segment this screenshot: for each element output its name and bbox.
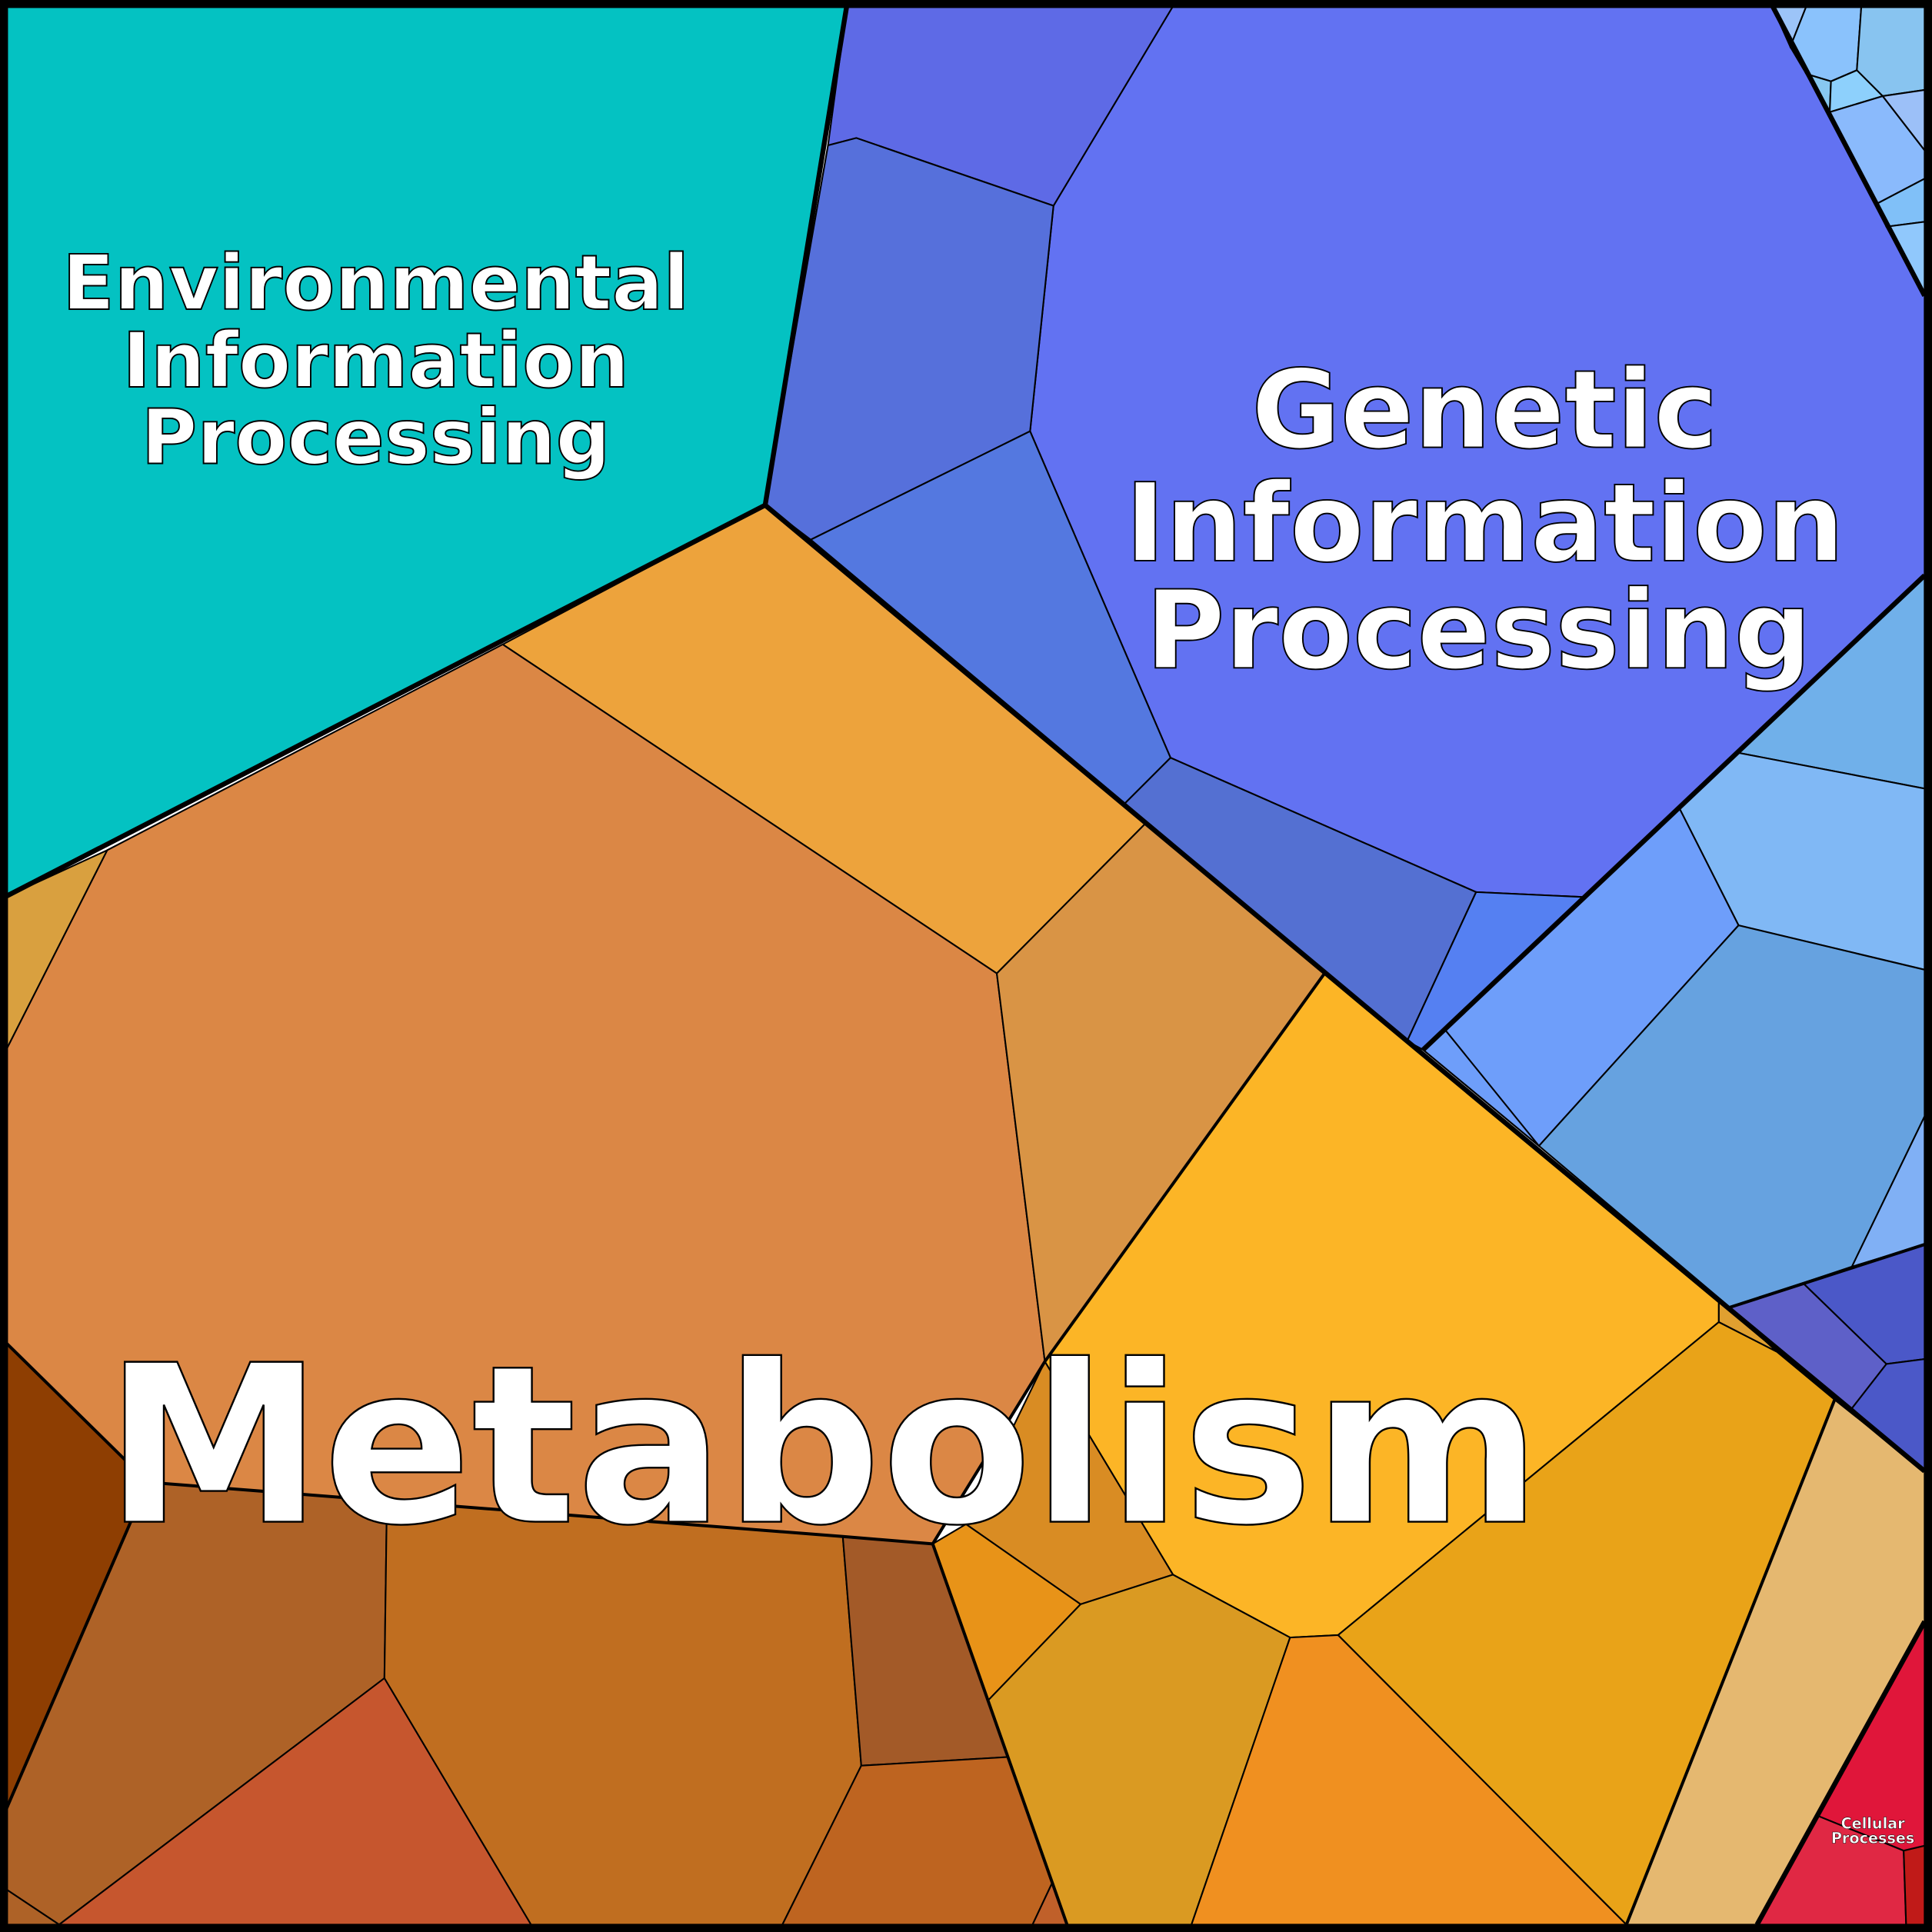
label-line: Processing	[141, 393, 610, 481]
group-border-line	[0, 1481, 150, 1824]
group-border-line	[1754, 1620, 1927, 1926]
label-line: Information	[1125, 461, 1844, 587]
label-line: Environmental	[62, 239, 689, 328]
cellular-cell	[1903, 1844, 1926, 1926]
group-border-line	[1421, 573, 1927, 1052]
group-border-line	[1767, 0, 1927, 297]
group-border-line	[931, 1543, 1069, 1926]
label-genetic: Genetic Information Processing	[1124, 347, 1845, 695]
group-border-line	[1729, 1243, 1926, 1309]
group-border-line	[1624, 1399, 1837, 1926]
label-environmental: Environmental Information Processing	[62, 238, 690, 482]
metabolism-cell	[0, 848, 109, 1063]
label-line: Processes	[1831, 1830, 1915, 1847]
label-line: Information	[122, 317, 629, 405]
label-cellular: Cellular Processes	[1831, 1814, 1915, 1847]
label-line: Processing	[1145, 568, 1811, 694]
label-metabolism: Metabolism	[105, 1319, 1541, 1574]
label-line: Genetic	[1251, 348, 1718, 474]
label-line: Cellular	[1841, 1814, 1906, 1832]
metabolism-cell	[1337, 1321, 1836, 1927]
group-border-line	[0, 972, 1326, 1546]
group-border-line	[763, 503, 1927, 1474]
